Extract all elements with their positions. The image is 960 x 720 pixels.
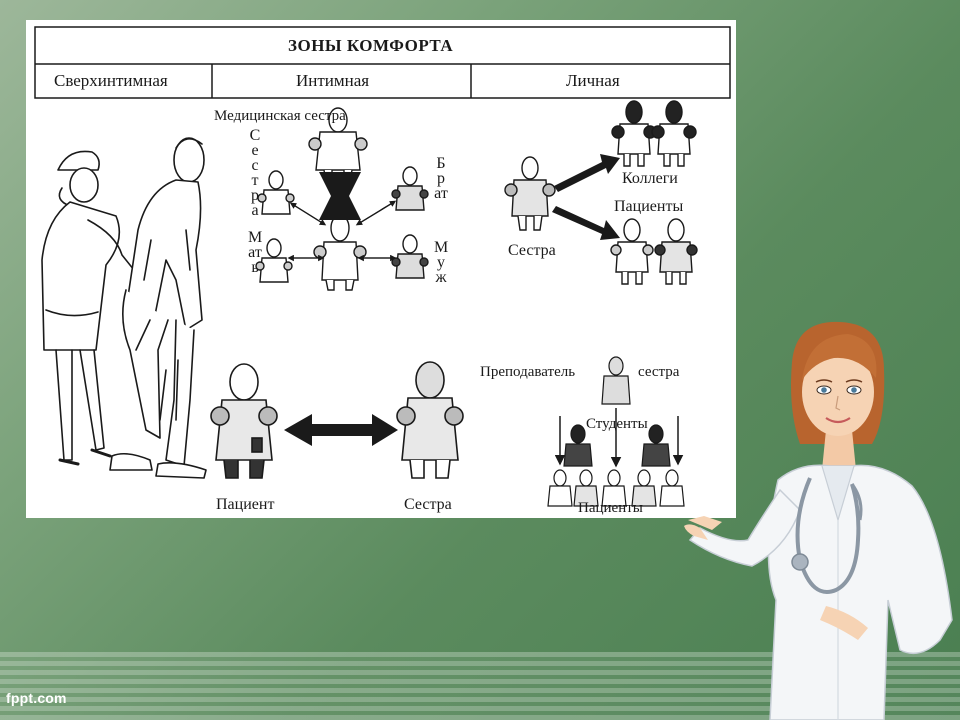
teaching-hierarchy-figures [547,356,685,507]
label-brother: Брат [434,155,448,202]
slide-image: ЗОНЫ КОМФОРТА Сверхинтимная Интимная Лич… [26,20,736,518]
diagram-graphics [34,26,731,507]
intimate-zone-figures [255,107,429,291]
personal-zone-figures [504,100,698,285]
label-nurse-bottom: Сестра [404,496,452,513]
teaching-hierarchy-arrows [554,408,684,468]
label-teacher-nurse: сестра [638,364,680,380]
nurse-patient-illustration [41,137,207,479]
label-husband: Муж [434,239,449,286]
label-nurse-personal: Сестра [508,242,556,259]
label-colleagues: Коллеги [622,170,678,187]
column-header-super-intimate: Сверхинтимная [54,71,168,90]
fppt-logo: fppt.com [6,690,67,706]
label-sister: Сестра [249,127,261,219]
label-students: Студенты [586,416,648,432]
label-patient: Пациент [216,496,275,513]
patient-nurse-arrow [284,414,398,446]
label-patients-bottom: Пациенты [578,500,643,516]
intimate-zone-arrows [287,172,397,262]
zones-title: ЗОНЫ КОМФОРТА [288,36,454,55]
column-header-intimate: Интимная [296,71,370,90]
personal-zone-arrows [552,154,620,240]
label-teacher: Преподаватель [480,364,576,380]
column-header-personal: Личная [566,71,620,90]
label-patients-personal: Пациенты [614,198,684,215]
header-table [34,26,731,99]
label-medical-nurse: Медицинская сестра [214,108,346,124]
label-mother: Мать [248,229,263,276]
patient-nurse-figures [210,361,464,479]
